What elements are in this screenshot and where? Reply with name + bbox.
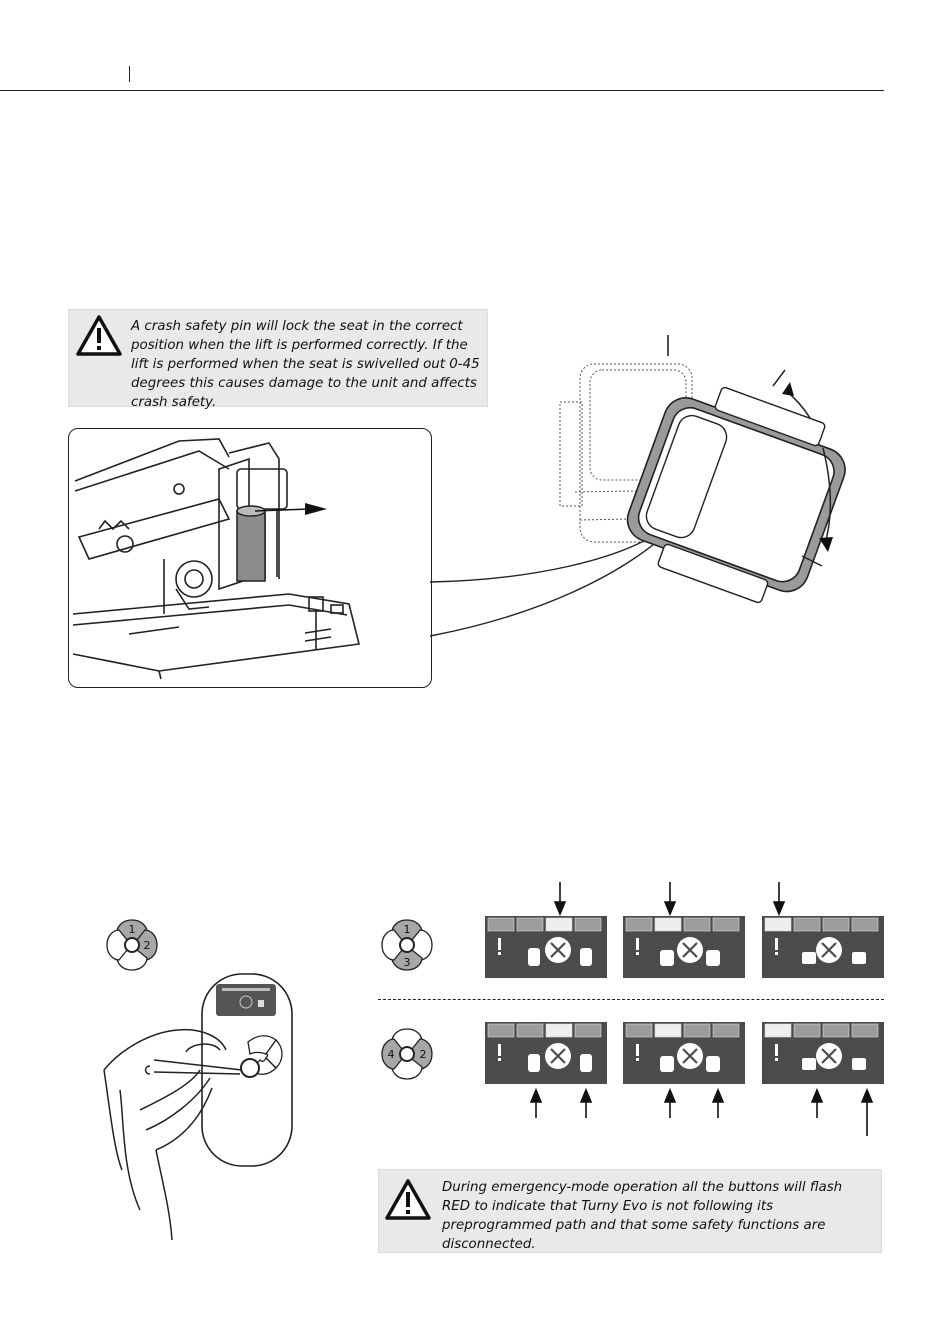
seat-mechanism-illustration	[72, 438, 360, 680]
row2-dpad-right-label: 2	[420, 1048, 427, 1061]
crash-pin-detail-drawing	[68, 428, 432, 688]
warning-triangle-icon	[76, 315, 122, 356]
header-tick	[129, 66, 130, 82]
remote-dpad-top-label: 1	[129, 923, 136, 936]
mode-divider	[378, 999, 884, 1000]
display-row2	[485, 1022, 884, 1136]
row1-dpad-top-label: 1	[404, 923, 411, 936]
row1-dpad: 1 3	[381, 919, 433, 971]
display-row1	[485, 882, 884, 978]
emergency-mode-warning-text: During emergency-mode operation all the …	[442, 1180, 843, 1252]
crash-pin-warning: A crash safety pin will lock the seat in…	[68, 309, 488, 410]
row2-dpad-left-label: 4	[388, 1048, 395, 1061]
warning-triangle-icon	[385, 1179, 431, 1220]
seat-swivel-top-view	[430, 335, 846, 637]
row1-dpad-bottom-label: 3	[404, 956, 411, 969]
header-rule	[0, 90, 884, 91]
row2-dpad: 4 2	[381, 1028, 433, 1080]
emergency-mode-warning: During emergency-mode operation all the …	[378, 1169, 882, 1253]
remote-dpad-right-label: 2	[144, 939, 151, 952]
hand-holding-remote-illustration	[103, 973, 293, 1241]
crash-pin-warning-text: A crash safety pin will lock the seat in…	[131, 319, 480, 410]
remote-dpad: 1 2	[106, 919, 158, 971]
